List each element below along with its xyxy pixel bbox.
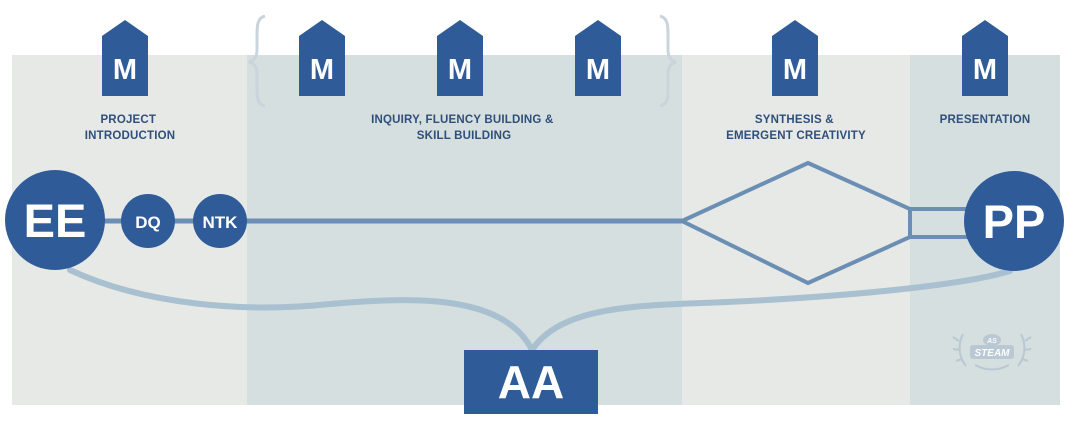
- milestone-tag: M: [299, 20, 345, 96]
- node-ee: EE: [5, 170, 105, 270]
- phase-label-introduction: PROJECT INTRODUCTION: [85, 114, 176, 142]
- node-dq-label: DQ: [135, 213, 161, 232]
- milestone-tag: M: [102, 20, 148, 96]
- phase-panel-synthesis: [682, 55, 910, 405]
- synthesis-diamond: [677, 160, 912, 286]
- steam-logo-top-text: AS: [986, 338, 997, 345]
- milestone-tag: M: [575, 20, 621, 96]
- node-aa: AA: [464, 350, 598, 414]
- curve-pp-to-aa: [529, 268, 1013, 353]
- curve-ee-to-aa: [67, 267, 535, 353]
- milestone-tag: M: [962, 20, 1008, 96]
- phase-label-synthesis: SYNTHESIS & EMERGENT CREATIVITY: [726, 114, 866, 142]
- phase-label-inquiry: INQUIRY, FLUENCY BUILDING & SKILL BUILDI…: [371, 114, 557, 142]
- milestone-tag-label: M: [113, 54, 137, 86]
- milestone-tag-label: M: [586, 54, 610, 86]
- milestone-tag-label: M: [310, 54, 334, 86]
- milestone-tag: M: [772, 20, 818, 96]
- milestone-tag-label: M: [448, 54, 472, 86]
- milestone-tag: M: [437, 20, 483, 96]
- node-ee-label: EE: [24, 194, 87, 247]
- node-aa-label: AA: [498, 356, 564, 408]
- node-pp: PP: [964, 171, 1064, 271]
- milestone-tag-label: M: [783, 54, 807, 86]
- phase-label-presentation: PRESENTATION: [940, 114, 1031, 126]
- node-ntk: NTK: [193, 194, 247, 248]
- node-dq: DQ: [121, 194, 175, 248]
- node-pp-label: PP: [983, 195, 1046, 248]
- steam-logo-icon: AS STEAM: [952, 333, 1032, 371]
- node-ntk-label: NTK: [203, 213, 239, 232]
- phase-panel-inquiry: [247, 55, 682, 405]
- left-brace: [248, 14, 266, 108]
- milestone-tag-label: M: [973, 54, 997, 86]
- steam-logo-main-text: STEAM: [975, 348, 1011, 359]
- right-brace: [659, 14, 677, 108]
